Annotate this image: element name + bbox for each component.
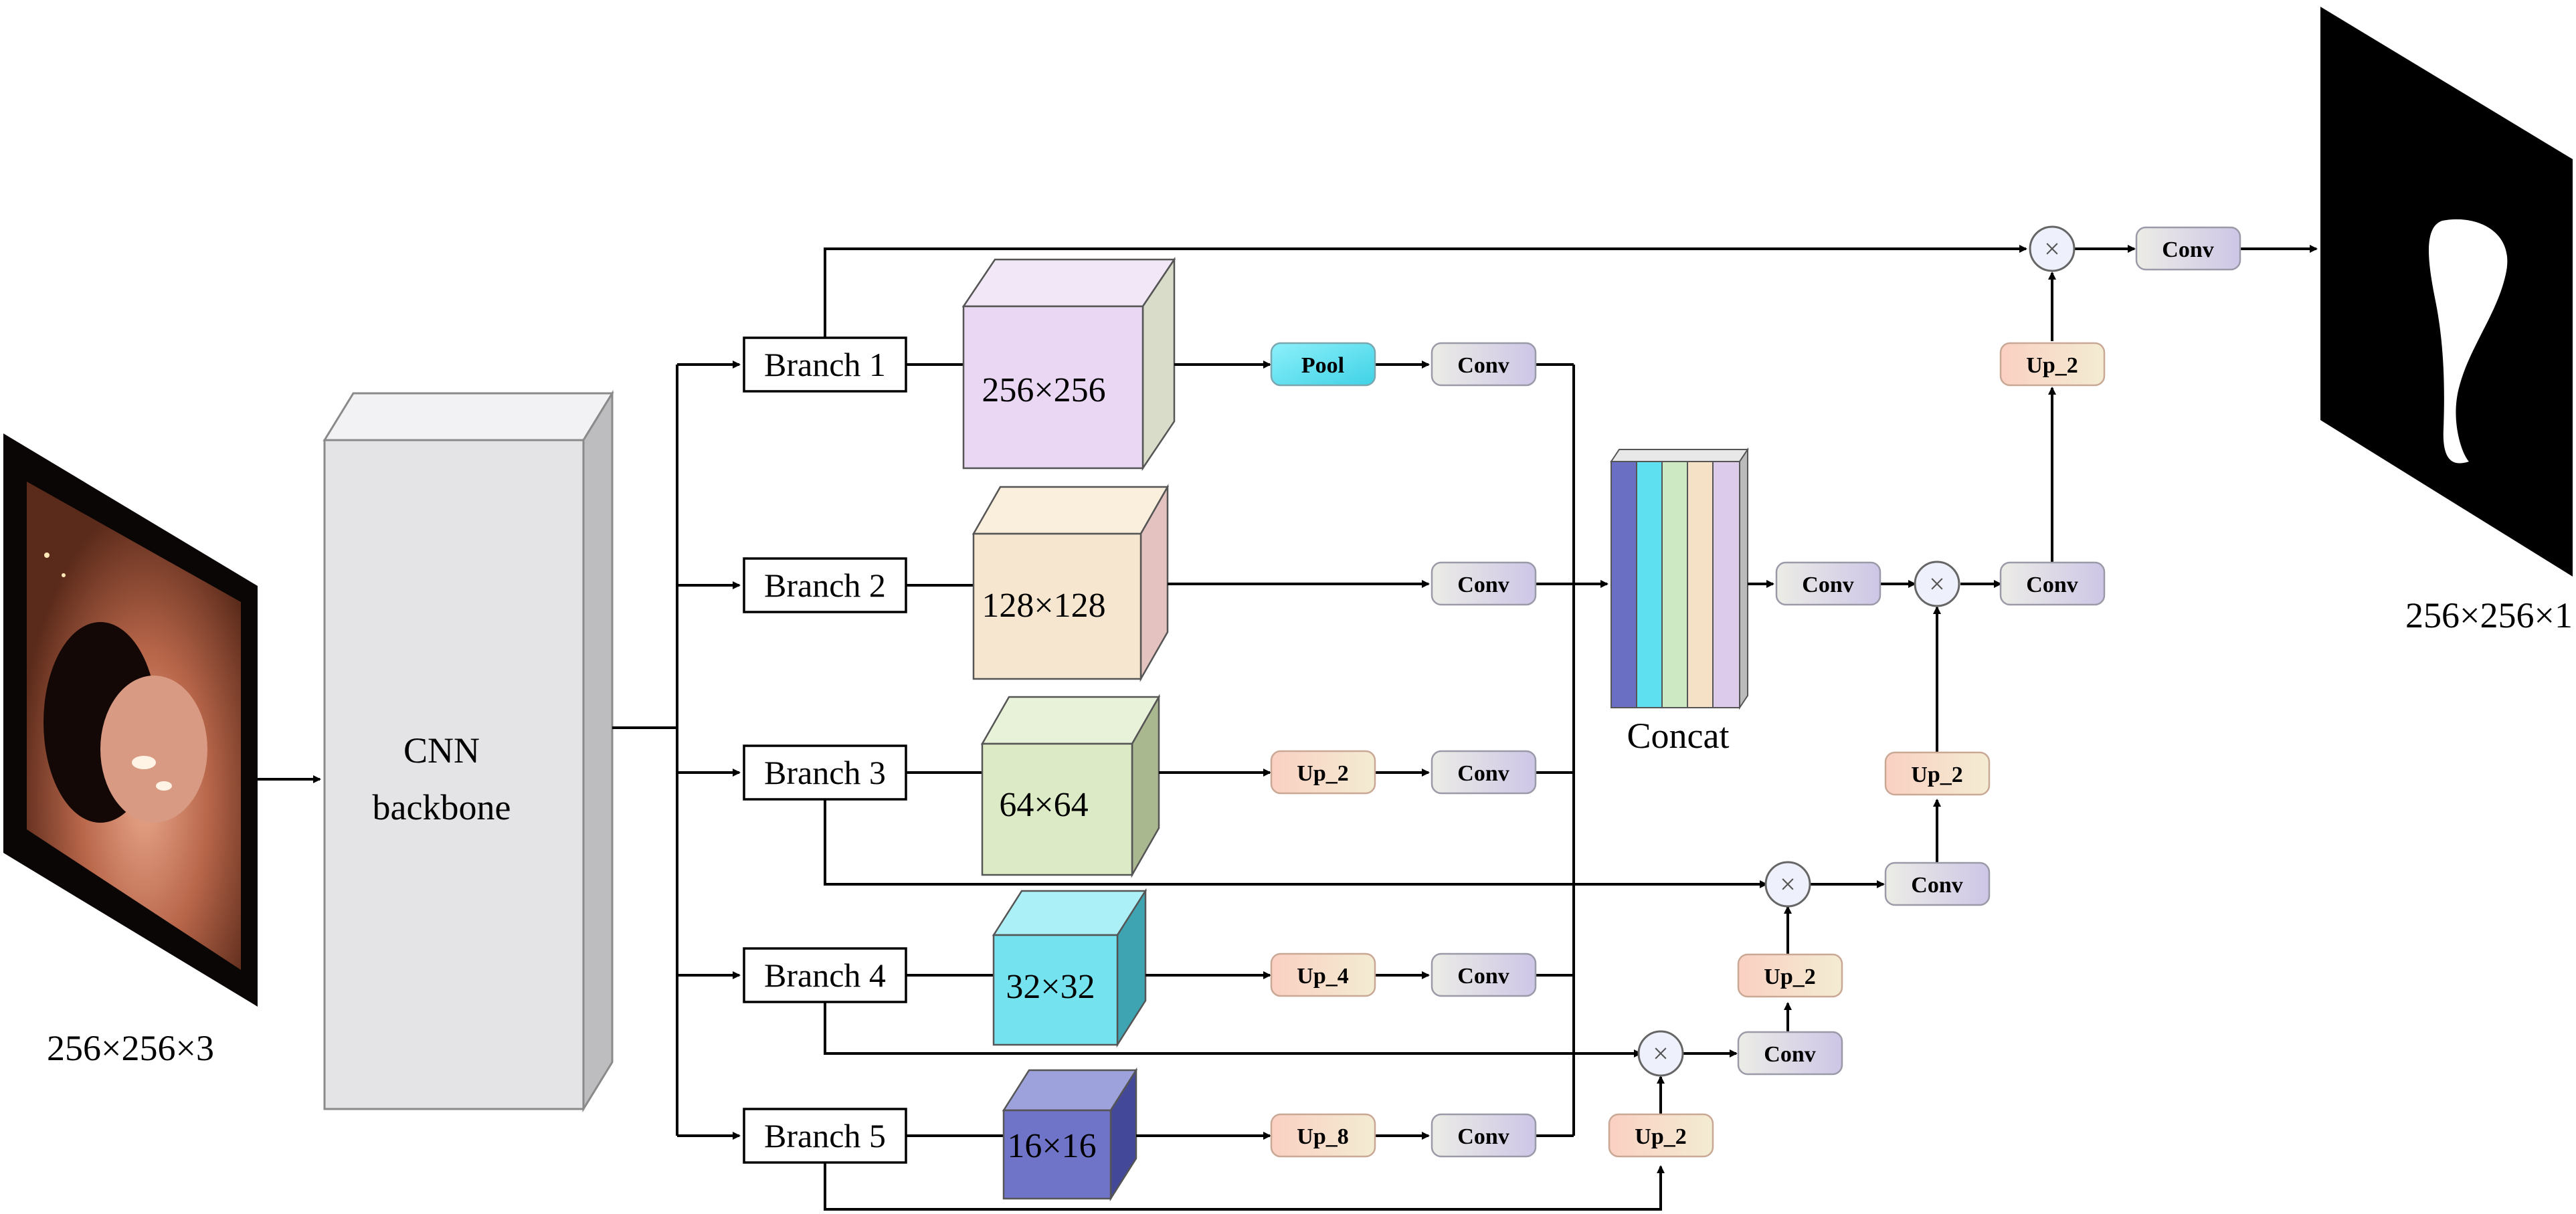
feature-cube-16 <box>1002 1067 1138 1202</box>
svg-text:×: × <box>2044 234 2060 265</box>
svg-text:Up_2: Up_2 <box>1297 761 1348 786</box>
feature-size-16: 16×16 <box>1007 1127 1096 1165</box>
branch-5-box: Branch 5 <box>743 1108 907 1164</box>
decoder-conv-stage4: Conv <box>1737 1031 1843 1076</box>
multiply-node-stage1: × <box>2029 225 2076 272</box>
branch-1-box: Branch 1 <box>743 336 907 393</box>
branch-5-conv-op: Conv <box>1431 1113 1537 1158</box>
svg-text:Conv: Conv <box>1457 573 1509 597</box>
svg-text:Conv: Conv <box>1764 1042 1815 1067</box>
svg-text:Up_2: Up_2 <box>2026 353 2078 378</box>
branch-3-up-op: Up_2 <box>1270 750 1376 795</box>
multiply-node-stage3: × <box>1764 861 1811 908</box>
decoder-conv-concat: Conv <box>1775 561 1881 606</box>
svg-text:×: × <box>1780 870 1796 900</box>
svg-text:×: × <box>1929 569 1945 600</box>
multiply-node-stage2: × <box>1914 561 1960 607</box>
branch-2-conv-op: Conv <box>1431 561 1537 606</box>
feature-size-64: 64×64 <box>999 786 1088 824</box>
svg-text:Up_2: Up_2 <box>1635 1124 1686 1149</box>
branch-to-feature-connectors <box>906 363 1004 1137</box>
svg-text:Conv: Conv <box>2026 573 2078 597</box>
branch-3-label: Branch 3 <box>764 754 886 791</box>
decoder-conv-final: Conv <box>2135 226 2241 271</box>
branch-3-box: Branch 3 <box>743 744 907 801</box>
decoder-conv-stage3: Conv <box>1884 862 1991 906</box>
branch-4-conv-op: Conv <box>1431 952 1537 997</box>
svg-text:Conv: Conv <box>1457 761 1509 786</box>
svg-text:Up_2: Up_2 <box>1764 965 1815 989</box>
input-size-label: 256×256×3 <box>47 1028 214 1068</box>
decoder-wires <box>1657 245 2318 1114</box>
skip-connections <box>824 245 2027 1211</box>
decoder-up-stage4: Up_2 <box>1737 953 1843 998</box>
branch-4-label: Branch 4 <box>764 956 886 994</box>
decoder-conv-stage2: Conv <box>1999 561 2106 606</box>
svg-text:Conv: Conv <box>1911 873 1962 898</box>
output-segmentation-mask <box>2320 7 2573 577</box>
branch-3-conv-op: Conv <box>1431 750 1537 795</box>
branch-4-box: Branch 4 <box>743 947 907 1003</box>
svg-text:Conv: Conv <box>1457 1124 1509 1149</box>
branch-pipeline-wires <box>1136 361 1608 1140</box>
svg-text:Up_2: Up_2 <box>1911 763 1962 787</box>
svg-text:×: × <box>1653 1039 1669 1070</box>
feature-cube-256 <box>961 256 1176 472</box>
backbone-label-line1: CNN <box>403 730 480 771</box>
multiply-node-stage4: × <box>1637 1030 1684 1077</box>
svg-text:Up_4: Up_4 <box>1297 964 1348 989</box>
feature-cube-128 <box>972 484 1170 682</box>
feature-size-32: 32×32 <box>1006 968 1095 1006</box>
feature-size-256: 256×256 <box>982 371 1105 409</box>
branch-trunk <box>612 361 741 1140</box>
concat-block <box>1610 447 1749 710</box>
feature-cube-64 <box>980 694 1161 878</box>
branch-4-up-op: Up_4 <box>1270 952 1376 997</box>
branch-2-box: Branch 2 <box>743 557 907 613</box>
branch-1-pool-op: Pool <box>1270 342 1376 387</box>
branch-2-label: Branch 2 <box>764 567 886 604</box>
cnn-backbone-block <box>323 389 614 1113</box>
branch-5-label: Branch 5 <box>764 1117 886 1154</box>
feature-size-128: 128×128 <box>982 587 1105 625</box>
backbone-label-line2: backbone <box>373 787 511 827</box>
svg-text:Pool: Pool <box>1301 353 1344 378</box>
decoder-up-stage3: Up_2 <box>1884 751 1991 796</box>
svg-text:Conv: Conv <box>1457 964 1509 989</box>
decoder-up-stage2: Up_2 <box>1999 342 2106 387</box>
svg-text:Conv: Conv <box>2162 237 2213 262</box>
branch-1-conv-op: Conv <box>1431 342 1537 387</box>
svg-text:Up_8: Up_8 <box>1297 1124 1348 1149</box>
branch-1-label: Branch 1 <box>764 346 886 383</box>
svg-text:Conv: Conv <box>1457 353 1509 378</box>
svg-text:Conv: Conv <box>1802 573 1853 597</box>
concat-label: Concat <box>1627 716 1730 756</box>
feature-cube-32 <box>992 888 1147 1048</box>
decoder-up-stage5: Up_2 <box>1608 1113 1714 1158</box>
branch-5-up-op: Up_8 <box>1270 1113 1376 1158</box>
input-endoscopy-image <box>3 433 258 1007</box>
output-size-label: 256×256×1 <box>2405 595 2573 635</box>
